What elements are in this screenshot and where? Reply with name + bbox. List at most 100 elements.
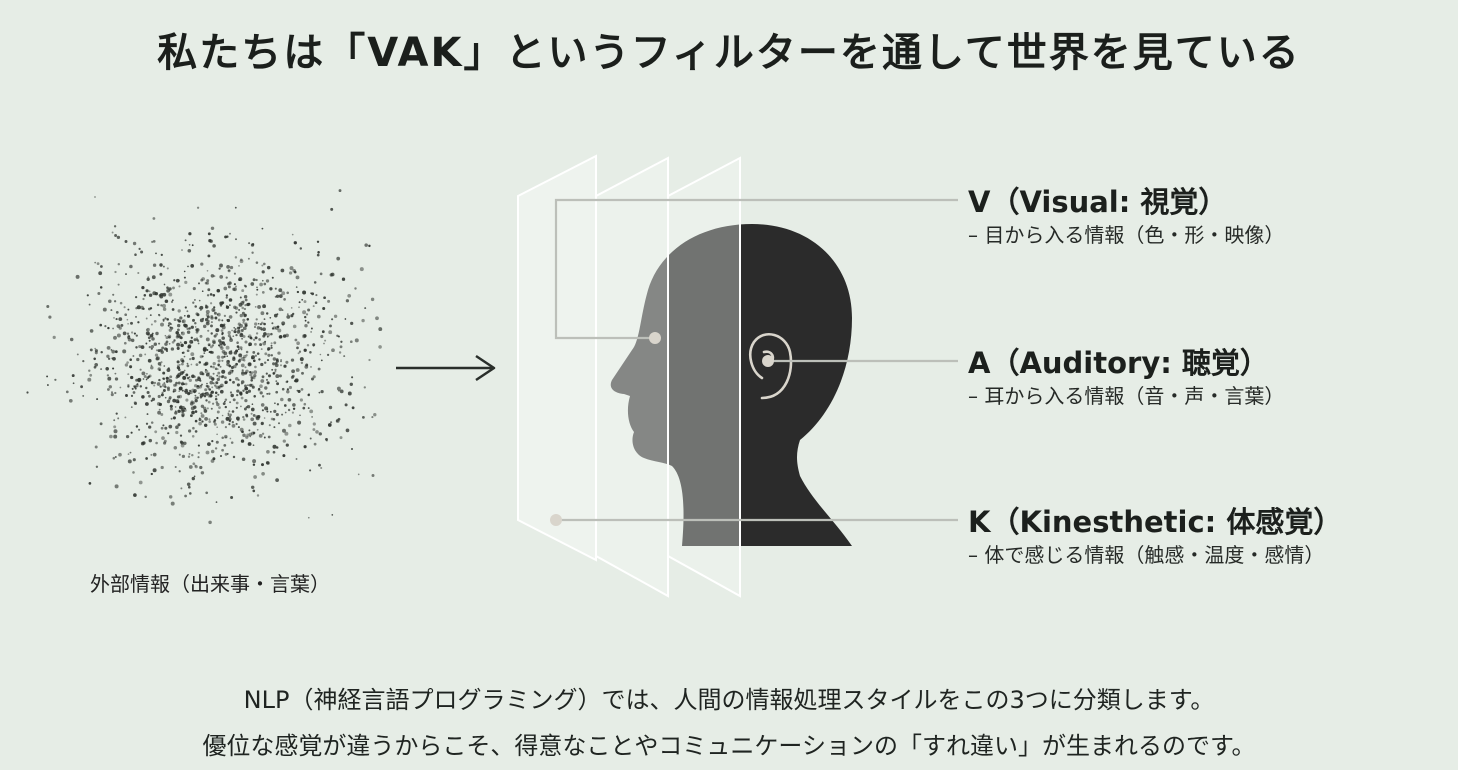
- particle: [228, 364, 232, 368]
- particle: [114, 234, 118, 237]
- particle: [256, 494, 260, 497]
- particle: [89, 348, 93, 352]
- particle: [190, 264, 195, 268]
- particle: [46, 304, 50, 309]
- particle: [225, 276, 228, 279]
- particle: [160, 426, 164, 430]
- particle: [302, 310, 307, 315]
- particle: [151, 337, 155, 341]
- particle: [124, 416, 127, 419]
- particle: [261, 395, 265, 398]
- particle: [229, 265, 234, 270]
- particle: [277, 422, 281, 425]
- particle: [216, 374, 219, 377]
- particle: [323, 342, 325, 345]
- particle: [266, 359, 270, 362]
- particle: [276, 382, 280, 386]
- particle: [208, 239, 212, 243]
- particle: [214, 447, 218, 450]
- particle: [215, 395, 218, 398]
- particle: [151, 240, 154, 243]
- particle: [76, 353, 79, 356]
- sense-kinesthetic-title: K（Kinesthetic: 体感覚）: [968, 505, 1343, 539]
- particle: [175, 430, 179, 435]
- particle: [225, 416, 230, 421]
- particle: [144, 435, 147, 438]
- particle: [176, 395, 180, 399]
- particle: [291, 374, 295, 378]
- particle: [181, 389, 184, 392]
- particle: [178, 390, 181, 393]
- particle: [204, 362, 208, 366]
- particle: [268, 392, 271, 396]
- particle: [184, 494, 187, 498]
- particle: [186, 310, 189, 313]
- particle: [123, 341, 127, 345]
- particle: [100, 350, 103, 354]
- particle: [197, 456, 200, 459]
- particle: [178, 386, 183, 391]
- particle: [181, 414, 185, 418]
- particle: [221, 325, 226, 330]
- particle: [255, 318, 258, 321]
- particle: [127, 373, 130, 376]
- particle: [238, 353, 243, 358]
- particle: [212, 365, 215, 369]
- particle: [153, 319, 157, 323]
- particle: [151, 332, 154, 335]
- particle: [243, 313, 247, 317]
- particle: [156, 382, 161, 386]
- particle: [330, 421, 333, 424]
- particle: [296, 341, 300, 346]
- particle: [304, 323, 308, 328]
- particle: [281, 413, 284, 416]
- particle: [257, 388, 261, 392]
- particle: [225, 436, 227, 439]
- particle: [375, 316, 379, 321]
- head-silhouette: [610, 224, 852, 546]
- particle: [331, 348, 335, 353]
- leader-line-visual: [554, 198, 958, 340]
- particle: [201, 355, 204, 358]
- particle: [209, 380, 214, 385]
- particle: [275, 380, 278, 382]
- particle: [169, 404, 173, 408]
- particle: [166, 286, 169, 289]
- particle: [259, 282, 263, 287]
- particle: [298, 350, 302, 353]
- particle: [225, 345, 230, 350]
- particle: [242, 415, 245, 419]
- particle: [71, 374, 75, 378]
- particle: [238, 308, 241, 311]
- particle: [241, 311, 245, 315]
- particle: [278, 294, 283, 298]
- particle: [209, 394, 213, 398]
- particle: [94, 347, 97, 350]
- particle: [223, 343, 226, 346]
- particle: [336, 386, 341, 391]
- particle: [277, 351, 281, 355]
- particle: [229, 391, 233, 394]
- particle: [189, 492, 192, 495]
- particle: [114, 377, 119, 381]
- particle: [189, 401, 194, 406]
- particle: [255, 261, 259, 264]
- particle: [243, 407, 247, 411]
- particle: [210, 274, 215, 278]
- particle: [178, 285, 181, 288]
- particle: [147, 332, 150, 336]
- particle: [227, 330, 231, 335]
- particle: [159, 272, 163, 276]
- particle: [127, 308, 130, 311]
- particle: [224, 380, 228, 385]
- particle: [260, 362, 264, 367]
- particle: [52, 335, 56, 339]
- particle: [168, 495, 173, 499]
- particle: [215, 381, 219, 385]
- particle: [226, 319, 229, 321]
- particle: [186, 377, 190, 380]
- particle: [99, 422, 103, 426]
- particle: [114, 372, 117, 375]
- particle: [167, 324, 170, 327]
- particle: [152, 240, 156, 243]
